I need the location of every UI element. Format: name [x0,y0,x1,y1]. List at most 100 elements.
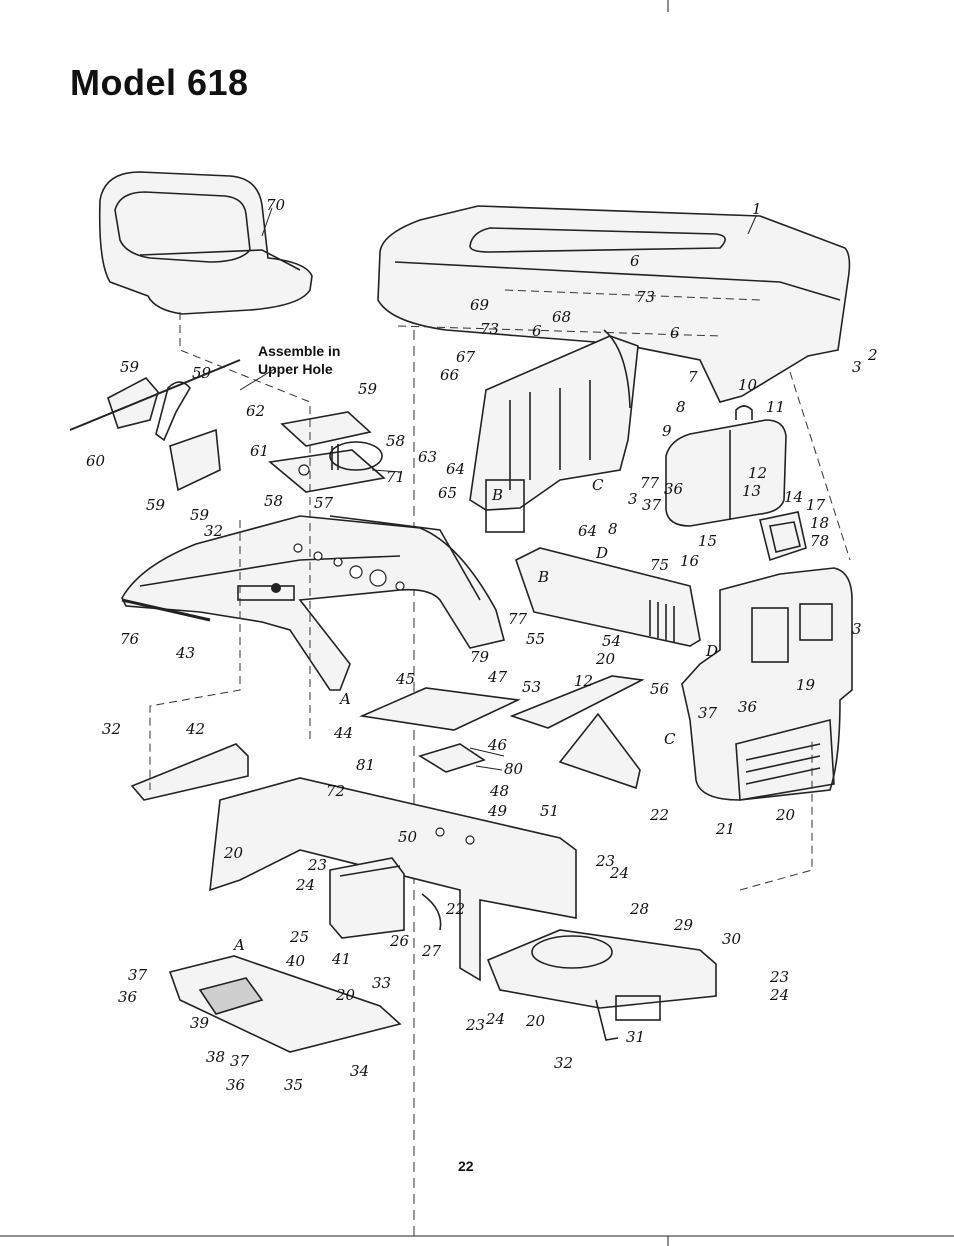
page-number: 22 [458,1158,474,1174]
frame-part [209,777,577,982]
callout-42: 42 [185,720,205,738]
callout-24-right: 24 [609,864,629,882]
marker-c-mid: C [664,730,676,748]
callout-64: 64 [578,522,597,540]
callout-18: 18 [810,514,829,532]
dash-panel-part [515,547,701,647]
callout-50: 50 [398,828,418,846]
assembly-note-line2: Upper Hole [258,361,333,377]
callout-59-mid: 59 [358,380,378,398]
marker-b-top: B [491,486,503,504]
callout-22-mid: 22 [445,900,465,918]
callout-73-top: 73 [636,288,655,306]
marker-c-top: C [592,476,604,494]
callout-31: 31 [626,1028,645,1046]
callout-40: 40 [285,952,306,970]
headlight-part [759,511,807,562]
callout-81: 81 [356,756,375,774]
seat-dash [179,312,311,740]
callout-78: 78 [810,532,829,550]
callout-53: 53 [522,678,541,696]
callout-23-left: 23 [307,856,327,874]
callout-51: 51 [540,802,559,820]
pan-part [486,929,717,1041]
leader-note [239,367,277,391]
callout-59-b: 59 [192,364,212,382]
callout-36-bottom: 36 [226,1076,246,1094]
callout-23-pan: 23 [465,1016,485,1034]
callout-37-bottom: 37 [230,1052,250,1070]
callout-29: 29 [673,916,694,934]
callout-65: 65 [438,484,457,502]
callout-7: 7 [688,368,698,386]
callout-36-left: 36 [118,988,138,1006]
callout-33: 33 [372,974,391,992]
callout-8: 8 [608,520,618,538]
callout-3-hood: 3 [852,358,862,376]
callout-9: 9 [662,422,672,440]
leader-80 [475,765,503,771]
callout-hood: 1 [752,200,762,218]
callout-2: 2 [867,346,878,364]
seat-bracket-assembly [69,359,241,492]
step-plate-part [168,955,402,1053]
callout-43: 43 [175,644,195,662]
callout-20-right: 20 [775,806,796,824]
callout-45: 45 [395,670,415,688]
callout-19: 19 [796,676,816,694]
callout-79: 79 [470,648,490,666]
callout-49: 49 [487,802,508,820]
callout-71: 71 [386,468,405,486]
callout-6-right: 6 [670,324,680,342]
battery-part [329,857,405,939]
callout-59-c: 59 [146,496,166,514]
callout-77-top: 77 [640,474,660,492]
leader-hood [747,215,757,235]
fender-part [121,515,505,691]
callout-26: 26 [389,932,410,950]
callout-60: 60 [86,452,106,470]
assembly-note-line1: Assemble in [258,343,341,359]
callout-39: 39 [190,1014,210,1032]
callout-8-top: 8 [676,398,686,416]
callout-seat: 70 [266,196,286,214]
callout-64-top: 64 [446,460,465,478]
callout-17: 17 [806,496,826,514]
callout-46: 46 [487,736,508,754]
assembly-note: Assemble in Upper Hole [258,342,340,378]
front-nose-part [681,567,853,801]
callout-55: 55 [526,630,545,648]
callout-21: 21 [715,820,735,838]
marker-b-mid: B [537,568,549,586]
callout-32-left: 32 [102,720,121,738]
callout-44: 44 [333,724,353,742]
marker-a-bottom: A [232,936,245,954]
callout-11: 11 [766,398,785,416]
callout-38: 38 [206,1048,225,1066]
callout-72: 72 [326,782,345,800]
callout-59-d: 59 [190,506,210,524]
callout-63: 63 [418,448,437,466]
callout-6: 6 [532,322,542,340]
callout-77: 77 [508,610,528,628]
gas-tank-part [665,405,787,527]
callout-68: 68 [552,308,571,326]
page-title: Model 618 [70,62,249,103]
hood-dash [789,371,851,561]
marker-d-top: D [595,544,608,562]
callout-35: 35 [284,1076,303,1094]
support-part [469,329,639,533]
callout-80: 80 [504,760,524,778]
callout-23-right: 23 [595,852,615,870]
callout-37-mid: 37 [642,496,662,514]
marker-a-mid: A [338,690,351,708]
callout-59-a: 59 [120,358,140,376]
callout-23-far: 23 [769,968,789,986]
callout-24-far: 24 [769,986,789,1004]
callout-14: 14 [784,488,803,506]
callout-28: 28 [629,900,649,918]
callout-20-left: 20 [223,844,244,862]
callout-32-top: 32 [204,522,223,540]
callout-25: 25 [289,928,309,946]
callout-3-right: 3 [852,620,862,638]
